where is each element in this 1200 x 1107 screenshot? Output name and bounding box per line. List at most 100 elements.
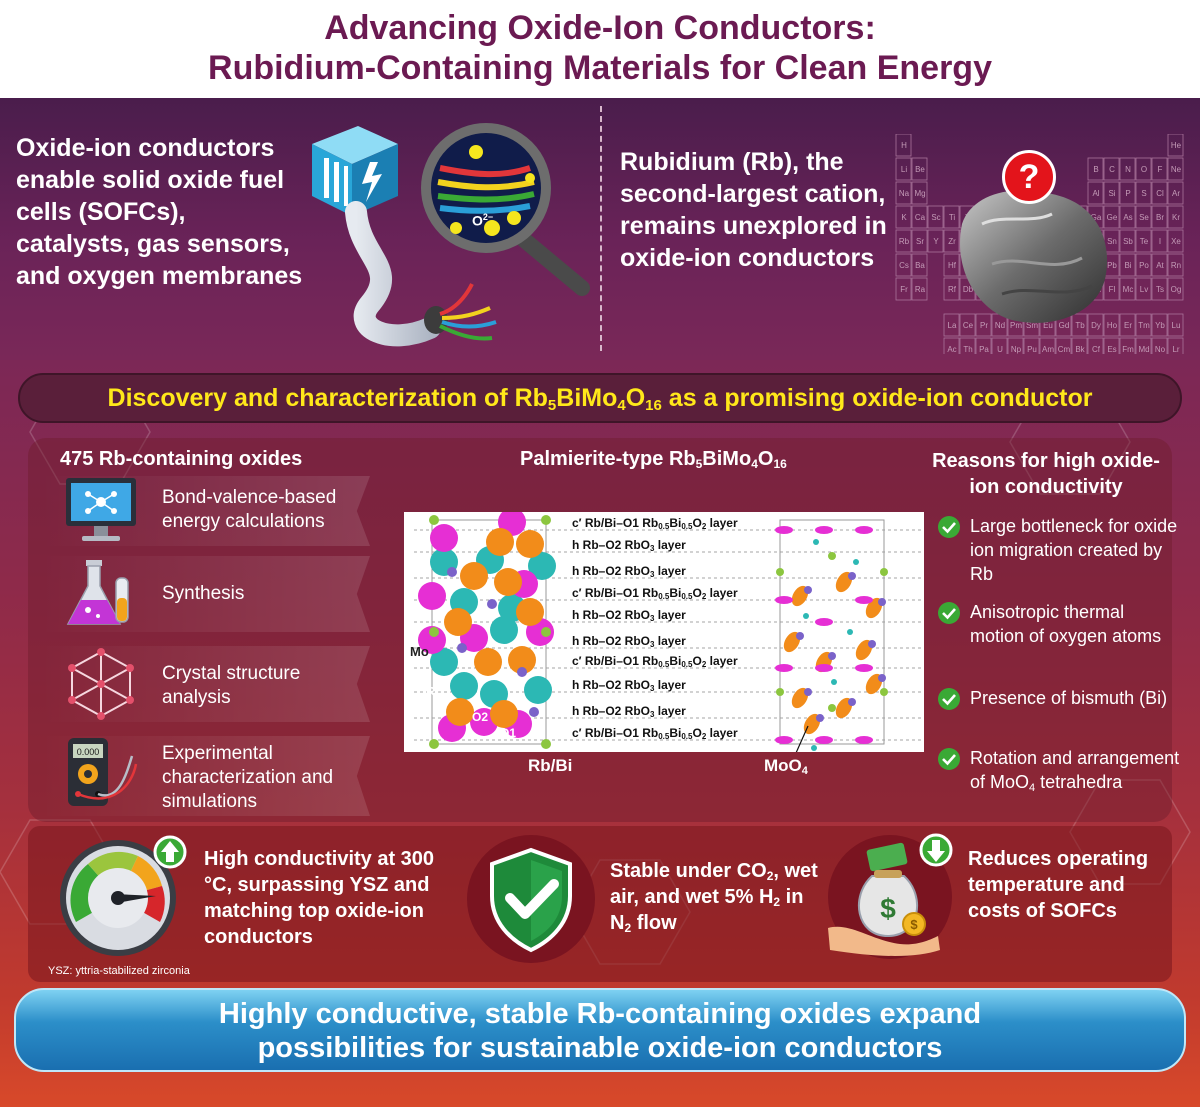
mo-atom (868, 640, 876, 648)
rb-ellipsoid (815, 618, 833, 626)
element-cell (1167, 253, 1184, 277)
actinide-symbol: Am (1042, 345, 1054, 354)
layer-label-part: layer (654, 704, 686, 718)
oxygen-ellipsoid (865, 673, 883, 695)
mo-atom (848, 572, 856, 580)
mo-atom (828, 652, 836, 660)
atom-sphere (516, 598, 544, 626)
element-symbol: Og (1171, 285, 1182, 294)
layer-label: c′ Rb/Bi–O1 Rb0.5Bi0.5O2 layer (572, 726, 738, 741)
question-badge: ? (1002, 150, 1056, 204)
element-cell (1071, 337, 1088, 354)
element-cell (1119, 337, 1136, 354)
cable-wires-icon (424, 283, 497, 341)
element-symbol: Ge (1107, 213, 1118, 222)
step-arrow-bg (40, 646, 370, 722)
element-cell (1103, 157, 1120, 181)
layer-label: c′ Rb/Bi–O1 Rb0.5Bi0.5O2 layer (572, 654, 738, 669)
element-symbol: Bi (1124, 261, 1131, 270)
element-cell (927, 229, 944, 253)
mo-atom (447, 567, 457, 577)
coin-dollar-sign: $ (910, 917, 918, 932)
layer-label-part: 3 (650, 640, 655, 649)
element-cell (943, 205, 960, 229)
rubidium-metal-sample (960, 190, 1108, 323)
fuel-cell-cube-icon (312, 126, 398, 216)
step-label-calculations: Bond-valence-based energy calculations (162, 487, 337, 532)
layer-label-part: 0.5 (658, 660, 670, 669)
layer-label-part: h Rb–O2 RbO (572, 704, 651, 718)
actinide-symbol: Ac (947, 345, 956, 354)
element-cell (1103, 337, 1120, 354)
element-symbol: Ca (915, 213, 926, 222)
element-cell (1135, 157, 1152, 181)
layer-label-part: layer (706, 586, 738, 600)
oxygen-corner-atom (541, 739, 551, 749)
element-symbol: N (1125, 165, 1131, 174)
layer-label-part: 0.5 (658, 522, 670, 531)
benefits-panel (28, 826, 1172, 982)
layer-label-part: O (692, 516, 702, 530)
element-symbol: Y (933, 237, 939, 246)
element-cell (1023, 337, 1040, 354)
actinide-symbol: Fm (1122, 345, 1134, 354)
element-cell (1055, 337, 1072, 354)
element-cell (1103, 181, 1120, 205)
element-cell (1119, 253, 1136, 277)
layer-label-part: 3 (650, 684, 655, 693)
oxygen-corner-atom (429, 515, 439, 525)
atom-sphere (474, 648, 502, 676)
element-symbol: He (1171, 141, 1182, 150)
layer-label-part: layer (654, 538, 686, 552)
actinide-symbol: Pu (1027, 345, 1037, 354)
step-label-experimental: Experimental characterization and simula… (162, 743, 334, 812)
element-cell (975, 337, 992, 354)
layer-label-part: c′ Rb/Bi–O1 Rb (572, 516, 659, 530)
oxygen-atom (880, 568, 888, 576)
element-cell (1151, 277, 1168, 301)
oxygen-ellipsoid (791, 585, 809, 607)
element-cell (1119, 277, 1136, 301)
element-symbol: P (1125, 189, 1130, 198)
check-circle-icon (938, 748, 960, 770)
element-cell (1151, 181, 1168, 205)
element-cell (959, 313, 976, 337)
workflow-heading: 475 Rb-containing oxides (60, 448, 303, 470)
layer-label-part: layer (654, 634, 686, 648)
element-symbol: Ne (1171, 165, 1182, 174)
layer-label-part: h Rb–O2 RbO (572, 608, 651, 622)
intro-rubidium-text: Rubidium (Rb), the second-largest cation… (620, 148, 887, 272)
atom-sphere (490, 616, 518, 644)
layer-label-part: layer (706, 654, 738, 668)
lanthanide-symbol: Dy (1091, 321, 1101, 330)
element-symbol: Sc (931, 213, 940, 222)
actinide-symbol: Cf (1092, 345, 1101, 354)
element-symbol: Ba (915, 261, 925, 270)
check-circle-icon (938, 602, 960, 624)
oxygen-ellipsoid (835, 697, 853, 719)
lanthanide-symbol: Tb (1075, 321, 1085, 330)
lanthanide-symbol: Ho (1107, 321, 1118, 330)
element-cell (1135, 205, 1152, 229)
rb-ellipsoid (815, 526, 833, 534)
conclusion-line-1: Highly conductive, stable Rb-containing … (218, 998, 982, 1030)
element-cell (1135, 229, 1152, 253)
element-symbol: Rf (948, 285, 957, 294)
element-cell (943, 277, 960, 301)
layer-label-part: O (692, 726, 702, 740)
element-symbol: K (901, 213, 907, 222)
layer-label-part: 2 (701, 732, 707, 741)
mo-atom (529, 707, 539, 717)
element-symbol: Ts (1156, 285, 1164, 294)
atom-sphere (486, 528, 514, 556)
element-symbol: F (1158, 165, 1163, 174)
oxygen-corner-atom (429, 627, 439, 637)
workflow-step-synthesis: Synthesis (40, 556, 370, 632)
reason-text: Large bottleneck for oxide ion migration… (970, 516, 1178, 584)
element-cell (943, 313, 960, 337)
o1-atom-tag: O1 (500, 726, 517, 740)
check-circle-icon (938, 516, 960, 538)
moo4-pointer-line (795, 725, 809, 752)
element-symbol: At (1156, 261, 1164, 270)
lanthanide-symbol: Eu (1043, 321, 1053, 330)
